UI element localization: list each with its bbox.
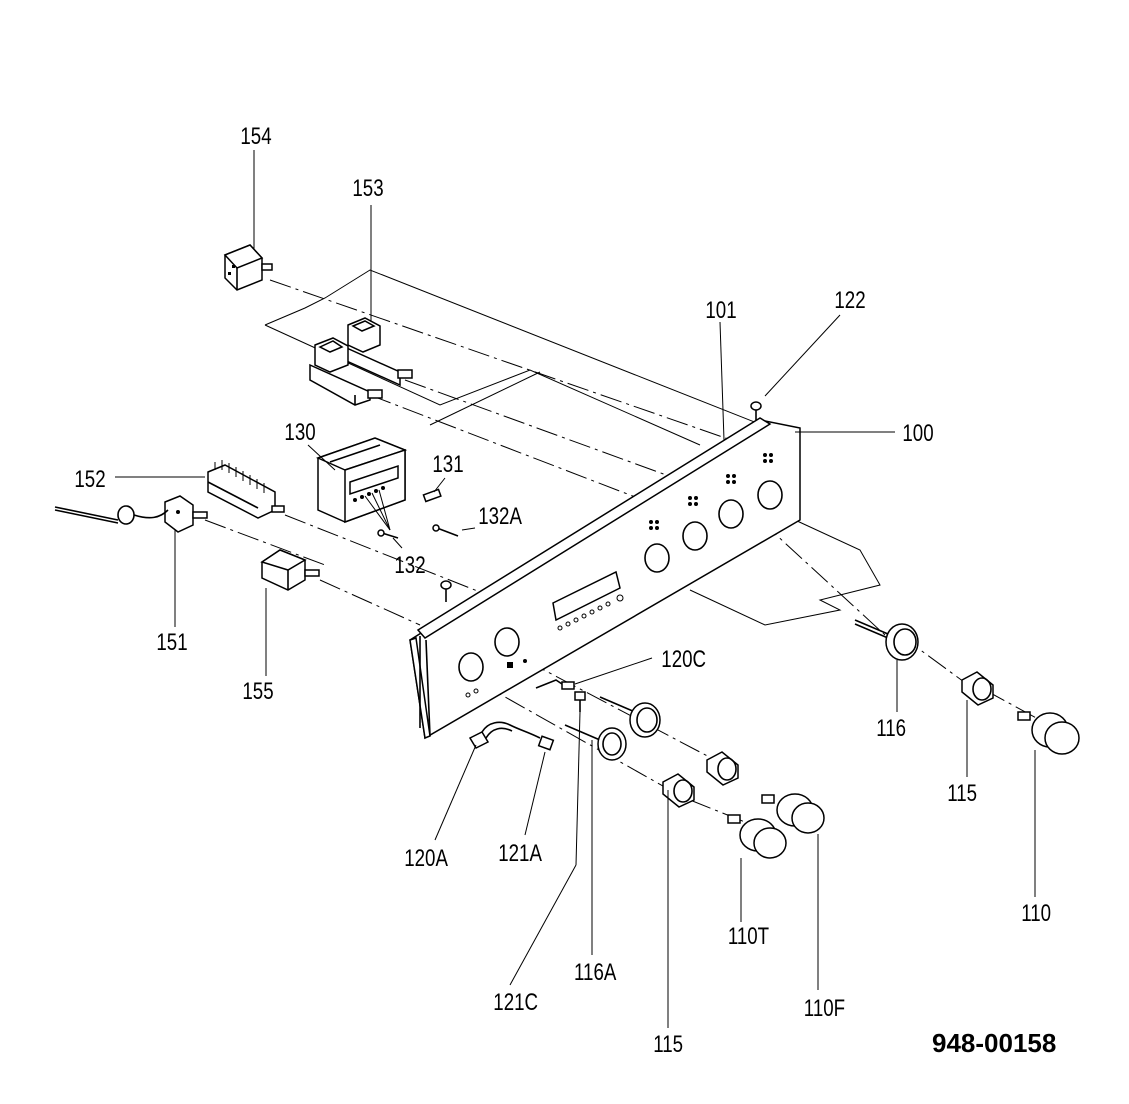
switch-154 xyxy=(223,244,273,291)
pin-131 xyxy=(422,488,442,503)
label-116a: 116A xyxy=(574,959,617,986)
label-121c: 121C xyxy=(493,989,538,1016)
label-132a: 132A xyxy=(478,503,522,530)
label-153: 153 xyxy=(352,175,383,202)
label-121a: 121A xyxy=(498,840,542,867)
label-110t: 110T xyxy=(728,923,769,950)
label-131: 131 xyxy=(432,451,463,478)
ignition-module-120a xyxy=(468,721,541,749)
valve-153 xyxy=(309,317,413,406)
leader-lines xyxy=(115,150,1036,1028)
pin-132a xyxy=(432,524,459,537)
label-120c: 120C xyxy=(661,646,706,673)
electrode-120c xyxy=(535,679,575,690)
label-116: 116 xyxy=(876,715,906,742)
knob-110 xyxy=(1017,711,1080,755)
bezel-116-left xyxy=(599,696,661,738)
knob-110t xyxy=(727,814,787,859)
label-101: 101 xyxy=(705,297,736,324)
label-155: 155 xyxy=(242,678,273,705)
bezel-116-right xyxy=(854,619,919,661)
label-152: 152 xyxy=(74,466,105,493)
label-120a: 120A xyxy=(404,845,448,872)
knob-holes xyxy=(458,480,783,682)
bezel-116a xyxy=(564,724,627,761)
label-130: 130 xyxy=(284,419,315,446)
label-110f: 110F xyxy=(804,995,845,1022)
screw-122 xyxy=(440,401,762,602)
control-panel xyxy=(409,401,801,740)
label-151: 151 xyxy=(156,629,187,656)
display-module-130 xyxy=(315,437,408,531)
burner-symbols xyxy=(465,453,773,698)
part-labels: 154 153 101 122 100 130 131 152 132A 132… xyxy=(74,123,1056,1058)
terminal-block-152 xyxy=(207,460,285,519)
ring-115-middle xyxy=(706,751,739,786)
plug-121c xyxy=(574,691,586,712)
switch-155 xyxy=(260,549,320,591)
label-100: 100 xyxy=(902,420,933,447)
knob-110f xyxy=(761,793,825,834)
thermostat-151 xyxy=(54,495,208,533)
display-window xyxy=(552,570,621,622)
pin-132 xyxy=(377,529,399,539)
label-115-right: 115 xyxy=(947,780,977,807)
display-buttons xyxy=(557,594,624,631)
ring-115-right xyxy=(961,671,994,706)
label-132: 132 xyxy=(394,552,425,579)
ring-115-bottom xyxy=(662,773,695,808)
label-110: 110 xyxy=(1021,900,1051,927)
plug-121a xyxy=(537,735,555,751)
document-id: 948-00158 xyxy=(932,1028,1056,1058)
label-115-bottom: 115 xyxy=(653,1031,683,1058)
label-122: 122 xyxy=(834,287,865,314)
label-154: 154 xyxy=(240,123,271,150)
